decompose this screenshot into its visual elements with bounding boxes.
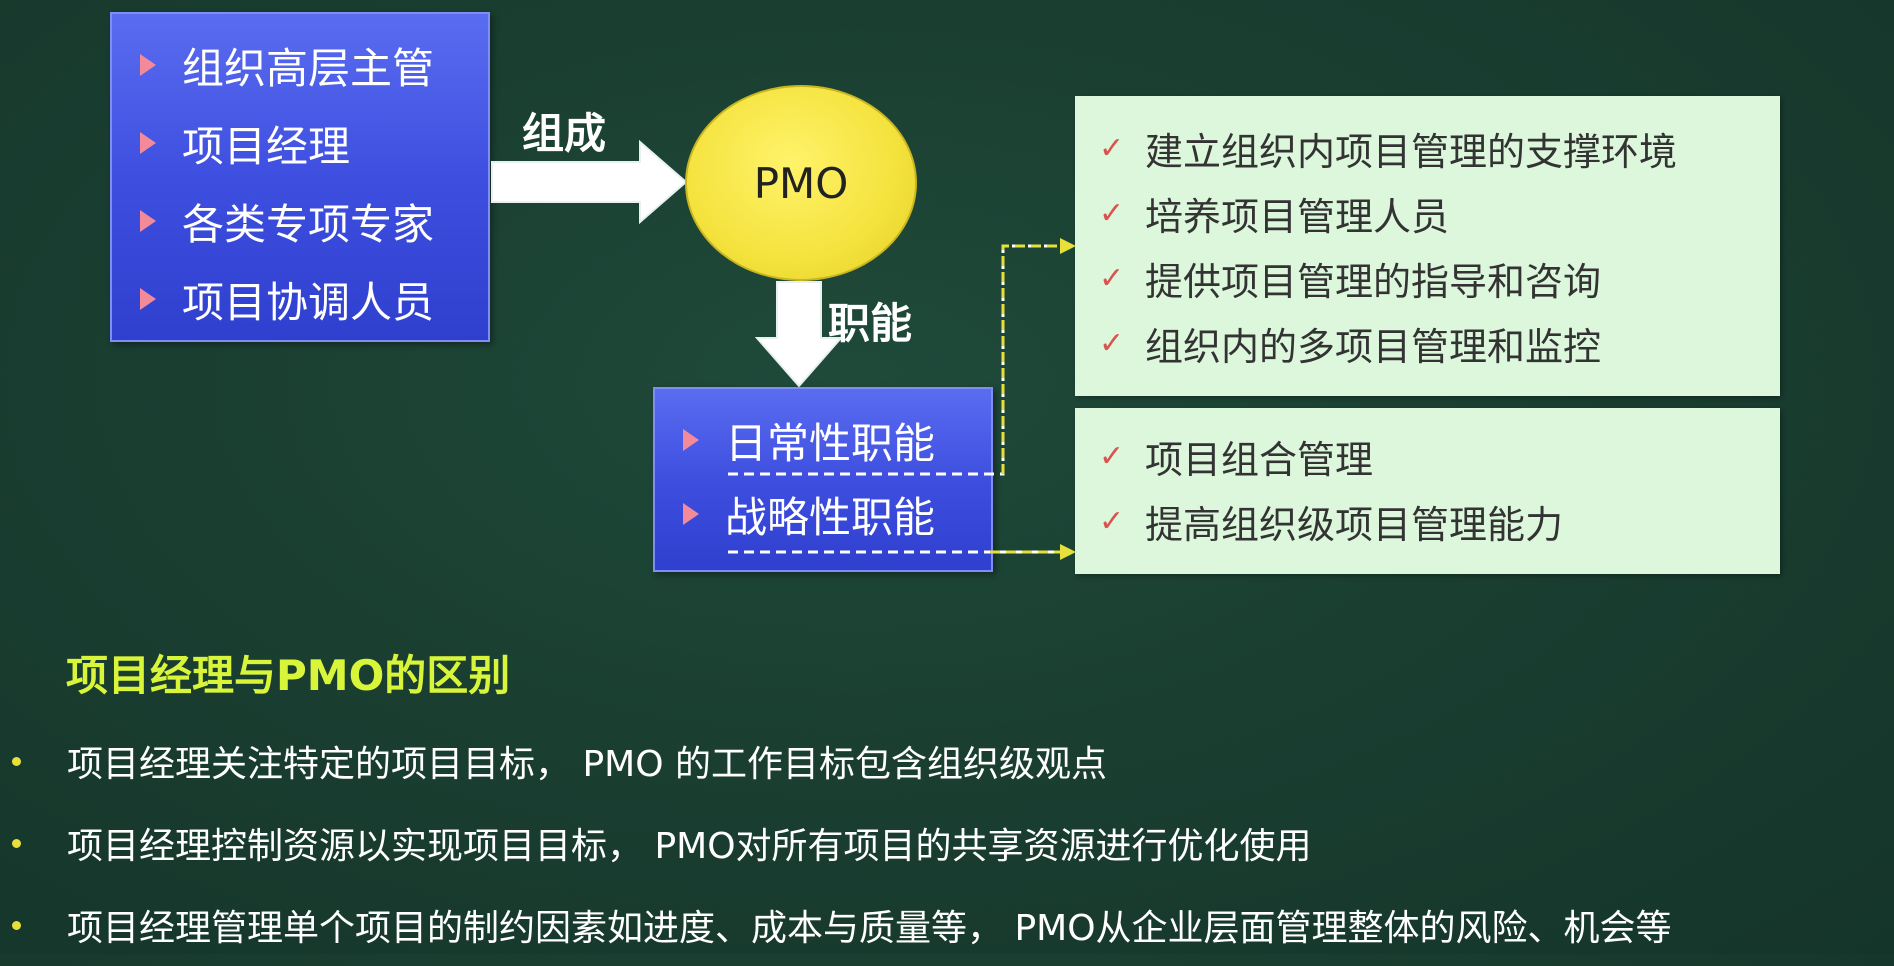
triangle-right-icon [683, 429, 699, 451]
pmo-label: PMO [753, 158, 849, 208]
function-label: 战略性职能 [725, 492, 936, 542]
triangle-right-icon [140, 288, 156, 310]
strategic-functions-box: ✓ 项目组合管理 ✓ 提高组织级项目管理能力 [1075, 408, 1780, 574]
member-item: 项目经理 [138, 104, 488, 182]
triangle-right-icon [683, 503, 699, 525]
bullet-icon [12, 756, 21, 766]
member-label: 组织高层主管 [182, 43, 435, 93]
difference-point: 项目经理控制资源以实现项目目标， PMO对所有项目的共享资源进行优化使用 [0, 802, 1894, 884]
member-item: 项目协调人员 [138, 260, 488, 338]
routine-function-item: ✓ 组织内的多项目管理和监控 [1099, 311, 1780, 376]
strategic-function-item: ✓ 项目组合管理 [1099, 424, 1780, 489]
check-icon: ✓ [1099, 439, 1125, 474]
routine-function-label: 建立组织内项目管理的支撑环境 [1145, 130, 1678, 174]
composition-arrow-icon [491, 140, 688, 224]
routine-function-label: 组织内的多项目管理和监控 [1145, 325, 1602, 369]
routine-function-item: ✓ 提供项目管理的指导和咨询 [1099, 246, 1780, 311]
triangle-right-icon [140, 132, 156, 154]
pmo-node: PMO [685, 85, 917, 281]
routine-function-item: ✓ 培养项目管理人员 [1099, 181, 1780, 246]
composition-arrow-label: 组成 [522, 109, 607, 158]
member-item: 组织高层主管 [138, 26, 488, 104]
member-label: 项目经理 [182, 121, 351, 171]
difference-point: 项目经理管理单个项目的制约因素如进度、成本与质量等， PMO从企业层面管理整体的… [0, 884, 1894, 966]
function-arrow-label: 职能 [828, 299, 913, 348]
triangle-right-icon [140, 54, 156, 76]
routine-functions-box: ✓ 建立组织内项目管理的支撑环境 ✓ 培养项目管理人员 ✓ 提供项目管理的指导和… [1075, 96, 1780, 396]
difference-point-text: 项目经理管理单个项目的制约因素如进度、成本与质量等， PMO从企业层面管理整体的… [67, 908, 1672, 949]
difference-point-text: 项目经理关注特定的项目目标， PMO 的工作目标包含组织级观点 [67, 744, 1107, 785]
check-icon: ✓ [1099, 326, 1125, 361]
strategic-function-label: 提高组织级项目管理能力 [1145, 503, 1564, 547]
routine-function-label: 培养项目管理人员 [1145, 195, 1450, 239]
function-item: 日常性职能 [681, 403, 991, 477]
member-label: 项目协调人员 [182, 277, 435, 327]
check-icon: ✓ [1099, 196, 1125, 231]
member-item: 各类专项专家 [138, 182, 488, 260]
function-item: 战略性职能 [681, 477, 991, 551]
triangle-right-icon [140, 210, 156, 232]
member-label: 各类专项专家 [182, 199, 435, 249]
check-icon: ✓ [1099, 131, 1125, 166]
check-icon: ✓ [1099, 504, 1125, 539]
difference-title: 项目经理与PMO的区别 [66, 651, 511, 700]
difference-points: 项目经理关注特定的项目目标， PMO 的工作目标包含组织级观点 项目经理控制资源… [0, 728, 1894, 966]
routine-connector [728, 244, 1062, 476]
routine-function-label: 提供项目管理的指导和咨询 [1145, 260, 1602, 304]
function-label: 日常性职能 [725, 418, 936, 468]
difference-point: 项目经理关注特定的项目目标， PMO 的工作目标包含组织级观点 [0, 720, 1894, 802]
strategic-function-item: ✓ 提高组织级项目管理能力 [1099, 489, 1780, 554]
difference-point-text: 项目经理控制资源以实现项目目标， PMO对所有项目的共享资源进行优化使用 [67, 826, 1312, 867]
bullet-icon [12, 920, 21, 930]
strategic-arrowhead-icon [1060, 544, 1076, 560]
bullet-icon [12, 838, 21, 848]
strategic-function-label: 项目组合管理 [1145, 438, 1374, 482]
functions-box: 日常性职能 战略性职能 [653, 387, 993, 572]
check-icon: ✓ [1099, 261, 1125, 296]
function-arrow-icon [755, 281, 844, 388]
routine-arrowhead-icon [1060, 238, 1076, 254]
members-box: 组织高层主管 项目经理 各类专项专家 项目协调人员 [110, 12, 490, 342]
routine-function-item: ✓ 建立组织内项目管理的支撑环境 [1099, 116, 1780, 181]
